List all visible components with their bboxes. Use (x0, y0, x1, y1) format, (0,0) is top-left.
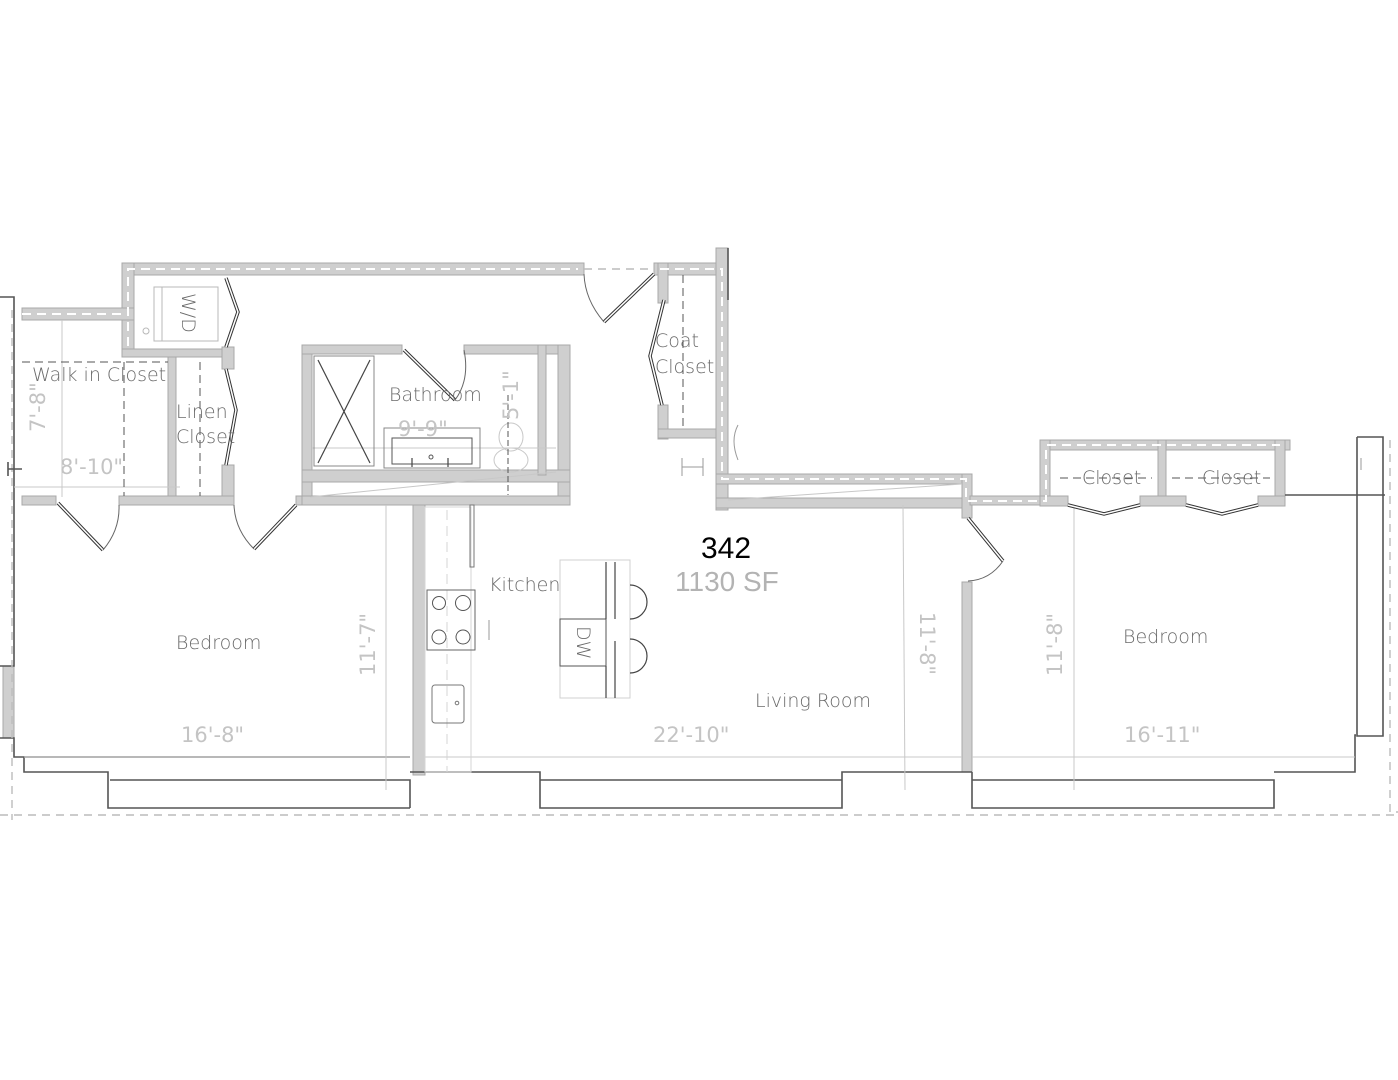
dishwasher (559, 618, 607, 667)
dimension-labels: 7'-8" 8'-10" 9'-9" 5'-1" 16'-8" 11'-7" 2… (26, 370, 1200, 747)
dim-bathroom-width: 9'-9" (398, 417, 448, 441)
wall-kitchen-back (412, 504, 426, 776)
wall-linen-jamb-top (221, 346, 235, 370)
dim-bedroom-left-width: 16'-8" (181, 723, 244, 747)
bathroom-fixtures (313, 355, 529, 495)
label-washer-dryer: W/D (177, 293, 199, 333)
toilet (498, 422, 524, 452)
dim-walk-in-height: 7'-8" (26, 382, 50, 432)
dim-bedroom-left-depth: 11'-7" (356, 613, 380, 676)
label-closet-right-2: Closet (1202, 467, 1261, 489)
label-kitchen: Kitchen (489, 574, 560, 596)
dim-bathroom-depth: 5'-1" (499, 370, 523, 420)
wall-linen-jamb-bottom (221, 464, 235, 500)
dimension-lines (14, 320, 1355, 791)
wall-bath-chase (537, 344, 547, 476)
washer-dryer (142, 286, 219, 342)
dim-walk-in-width: 8'-10" (60, 455, 123, 479)
bifold-doors (224, 277, 1259, 516)
wall-walkin-bottom-right (118, 495, 235, 506)
label-dishwasher: DW (572, 626, 594, 659)
misc-marks (681, 424, 1362, 476)
label-walk-in-closet: Walk in Closet (32, 364, 166, 386)
kitchen-fixtures (424, 504, 648, 773)
dim-living-width: 22'-10" (653, 723, 729, 747)
right-closet-rods (682, 275, 1270, 479)
wall-linen-left (167, 356, 177, 500)
unit-number: 342 (701, 532, 751, 565)
exterior-outline (0, 248, 1398, 820)
unit-area: 1130 SF (675, 566, 779, 597)
wall-left-wd (121, 262, 135, 350)
wall-coat-bottom (657, 428, 721, 439)
unit-info: 342 1130 SF (675, 532, 779, 597)
wall-centerlines (22, 268, 1280, 502)
wall-closet2-bottom-right (1257, 495, 1286, 507)
wall-bath-top-right (463, 344, 571, 355)
swing-doors (56, 272, 1005, 582)
kitchen-sink (431, 684, 465, 724)
label-bedroom-left: Bedroom (176, 632, 261, 654)
cooktop (426, 589, 476, 651)
wall-bedroom-right-partition (961, 581, 973, 773)
wall-closet1-bottom-left (1039, 495, 1069, 507)
wall-coat-jamb-bottom (657, 404, 669, 440)
dim-living-depth: 11'-8" (915, 612, 939, 675)
wall-bath-inner-bottom (301, 469, 571, 483)
room-labels: Walk in Closet Linen Closet W/D Bathroom… (32, 293, 1261, 712)
wall-wd-bottom (121, 348, 233, 358)
label-linen-closet-1: Linen (176, 401, 228, 423)
wall-closets-bottom-mid (1139, 495, 1187, 507)
dim-bedroom-right-width: 16'-11" (1124, 723, 1200, 747)
dim-bedroom-right-depth: 11'-8" (1043, 613, 1067, 676)
wall-bath-bottom (301, 495, 571, 506)
label-living-room: Living Room (755, 690, 871, 712)
kitchen-island (559, 559, 631, 699)
interior-walls (2, 247, 1291, 776)
wall-bath-top-left (301, 344, 403, 355)
label-linen-closet-2: Closet (176, 426, 235, 448)
kitchen-counter (424, 506, 472, 773)
label-closet-right-1: Closet (1082, 467, 1141, 489)
shower (313, 355, 375, 467)
label-coat-closet-2: Closet (655, 356, 714, 378)
wall-walkin-bottom-left (21, 495, 57, 506)
label-coat-closet-1: Coat (655, 330, 699, 352)
label-bedroom-right: Bedroom (1123, 626, 1208, 648)
label-bathroom: Bathroom (389, 384, 482, 406)
wall-living-top (715, 497, 973, 509)
vanity (383, 427, 481, 469)
walk-in-closet (22, 361, 201, 496)
